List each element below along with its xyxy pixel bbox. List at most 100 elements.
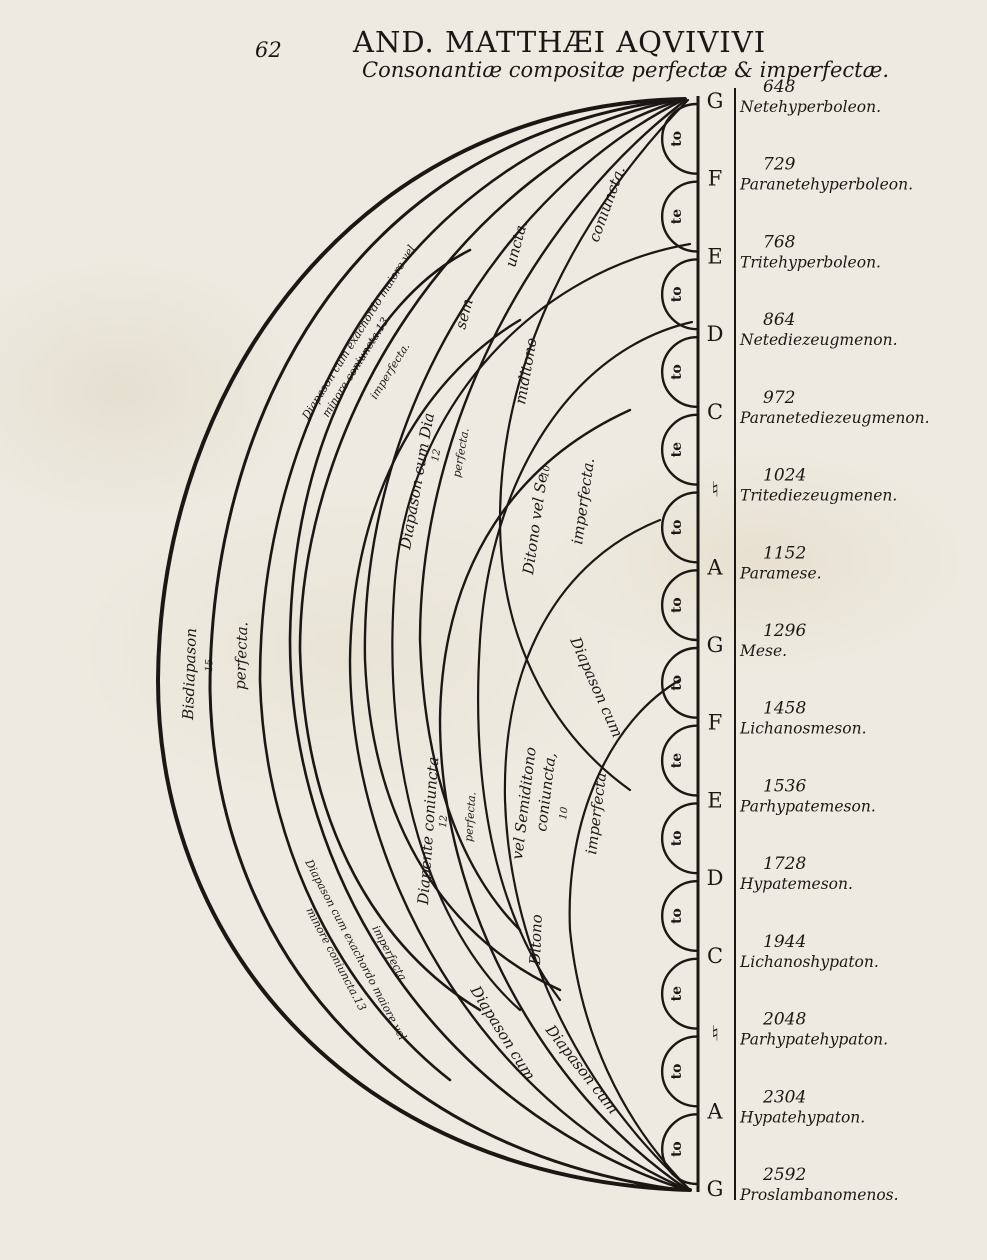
arc-top-to-d-lower [298, 97, 686, 1012]
scale-letter: D [707, 322, 724, 346]
scale-letter: D [707, 866, 724, 890]
arc-top-to-c-lower [258, 97, 684, 1082]
scale-tone-name: Proslambanomenos. [739, 1186, 899, 1204]
scale-tone-name: Hypatehypaton. [739, 1108, 865, 1126]
label-ditono-vel-se-quality: imperfecta. [568, 457, 598, 546]
scale-tone-name: Paranetehyperboleon. [739, 176, 913, 194]
scale-tone-name: Hypatemeson. [739, 875, 853, 893]
label-diapason-cum-dia-num: 12 [430, 448, 443, 462]
interval-semicircle [661, 180, 698, 253]
scale-letter: C [707, 944, 723, 968]
interval-syllable: to [669, 830, 685, 846]
scale-ratio: 2048 [762, 1010, 806, 1030]
interval-semicircle [661, 1035, 698, 1108]
arc-bottom-to-c-mid [503, 518, 692, 1192]
interval-syllable: to [669, 908, 685, 924]
scale-ratio: 972 [763, 388, 795, 408]
label-miditono: miditono [511, 336, 540, 405]
label-uncta: uncta. [501, 219, 531, 270]
interval-semicircle [661, 413, 698, 486]
label-ditono: Ditono [526, 914, 546, 966]
interval-semicircle [661, 335, 698, 409]
interval-syllable: te [669, 986, 685, 1001]
interval-semicircle [661, 724, 698, 797]
interval-syllable: to [669, 597, 685, 613]
scale-letter: F [708, 711, 723, 735]
scale-letter: A [706, 555, 723, 579]
scale-letter: ♮ [711, 1022, 719, 1046]
label-coniuncta: coniuncta. [585, 164, 629, 245]
interval-syllable: te [669, 442, 685, 457]
scale-tone-name: Paramese. [739, 564, 822, 582]
scale-ratio: 729 [763, 155, 796, 175]
interval-semicircle [661, 957, 698, 1030]
page-number: 62 [255, 38, 282, 62]
interval-syllable: to [669, 675, 685, 691]
label-bisdiapason-quality: perfecta. [231, 621, 251, 690]
scale-ratio: 1458 [763, 699, 806, 719]
scale-steps: G648Netehyperboleon.F729Paranetehyperbol… [661, 77, 930, 1204]
label-bisdiapason-num: 15 [204, 659, 215, 672]
scale-ratio: 1024 [763, 466, 806, 486]
label-diapason-cum-mid: Diapason cum [566, 633, 627, 740]
scale-ratio: 1152 [763, 543, 806, 563]
label-upper-diapason-exachordo-1: Diapason cum exachordo maiore vel [299, 242, 418, 422]
scale-letter: G [707, 633, 724, 657]
interval-semicircle [661, 1113, 698, 1186]
scale-ratio: 2592 [762, 1165, 806, 1185]
scale-tone-name: Lichanosmeson. [739, 720, 867, 738]
label-ditono-vel-se-num: 10 [540, 464, 553, 479]
scale-letter: ♮ [711, 478, 719, 502]
scale-ratio: 1944 [763, 932, 806, 952]
arc-labels: Bisdiapason 15 perfecta. Diapason cum ex… [179, 164, 629, 1118]
label-diapente-quality: perfecta. [462, 791, 478, 842]
interval-syllable: to [669, 1141, 685, 1157]
label-diapente-num: 12 [438, 815, 450, 828]
interval-semicircle [661, 491, 698, 564]
label-ditono-vel-se: Ditono vel Se [519, 473, 551, 577]
interval-syllable: to [669, 131, 685, 147]
label-semiditono-num: 10 [558, 806, 571, 821]
scale-ratio: 1728 [763, 854, 806, 874]
interval-syllable: to [669, 520, 685, 536]
label-bisdiapason: Bisdiapason [179, 628, 200, 721]
arc-bisdiapason-inner [208, 97, 682, 1192]
scale-tone-name: Netehyperboleon. [739, 98, 881, 116]
scale-ratio: 768 [763, 232, 796, 252]
scale-tone-name: Tritehyperboleon. [740, 253, 881, 271]
arc-d-chord [477, 320, 694, 1002]
scale-tone-name: Paranetediezeugmenon. [739, 409, 930, 427]
interval-syllable: to [669, 1064, 685, 1080]
interval-semicircle [661, 102, 698, 175]
arc-top-to-e-lower [363, 97, 687, 992]
arc-bottom-to-e-upper [348, 318, 690, 1192]
scale-tone-name: Tritediezeugmenen. [740, 487, 897, 505]
scale-ratio: 2304 [762, 1087, 806, 1107]
interval-syllable: to [669, 286, 685, 302]
scale-tone-name: Lichanoshypaton. [739, 953, 879, 971]
interval-semicircle [661, 569, 698, 642]
interval-syllable: te [669, 209, 685, 224]
scale-letter: C [707, 400, 723, 424]
interval-semicircle [661, 646, 698, 719]
arc-top-to-mese [418, 98, 688, 932]
scale-ratio: 1536 [763, 776, 806, 796]
arc-bottom-to-f-upper [288, 248, 688, 1192]
interval-semicircle [661, 879, 698, 953]
arc-bisdiapason [155, 97, 692, 1192]
interval-syllable: to [669, 364, 685, 380]
scale-letter: F [708, 167, 723, 191]
scale-ratio: 1296 [763, 621, 806, 641]
consonance-arcs [155, 97, 694, 1192]
scale-letter: E [707, 244, 722, 268]
interval-semicircle [661, 258, 698, 331]
interval-semicircle [661, 802, 698, 875]
label-imperfecta-lower: imperfecta [582, 771, 610, 855]
arc-bottom-to-d-mid [568, 678, 692, 1192]
scale-tone-name: Mese. [739, 642, 787, 660]
scale-ratio: 864 [763, 310, 795, 330]
arc-bottom-to-mese [438, 408, 690, 1192]
arc-top-to-f-mid [498, 98, 690, 792]
